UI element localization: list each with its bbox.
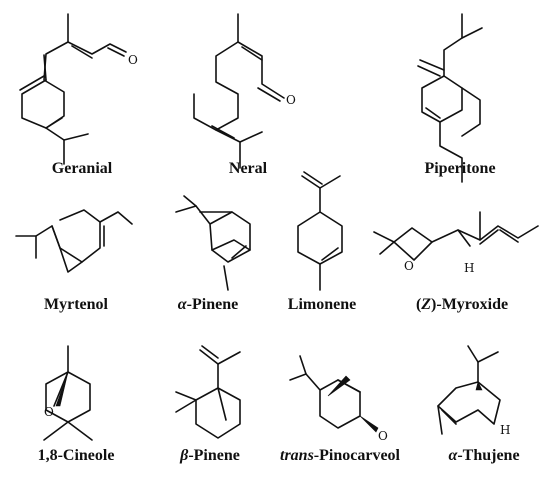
myroxide-hydrogen-atom: H — [464, 261, 474, 275]
label-1-8-cineole: 1,8-Cineole — [37, 447, 115, 464]
label-alpha-thujene: α-Thujene — [448, 447, 520, 464]
label-beta-pinene: β-Pinene — [180, 447, 240, 464]
cineole-oxygen-atom: O — [44, 405, 54, 419]
structure-z-myroxide: O H — [373, 211, 539, 275]
label-geranial: Geranial — [51, 160, 113, 177]
label-z-myroxide: (Z)-Myroxide — [415, 296, 509, 313]
pinocarveol-oxygen-atom: O — [378, 429, 388, 443]
label-trans-pinocarveol: trans-Pinocarveol — [280, 447, 400, 464]
structure-alpha-pinene — [175, 195, 251, 291]
label-myrtenol: Myrtenol — [44, 296, 108, 313]
label-limonene: Limonene — [287, 296, 357, 313]
structure-1-8-cineole: O — [43, 345, 93, 441]
structure-myrtenol — [15, 209, 133, 273]
structure-geranial: O — [19, 13, 138, 165]
structure-limonene — [297, 171, 343, 291]
thujene-hydrogen-atom: H — [500, 423, 510, 437]
structure-alpha-thujene: H — [437, 345, 510, 437]
structure-beta-pinene — [175, 345, 241, 439]
myroxide-oxygen-atom: O — [404, 259, 414, 273]
label-piperitone: Piperitone — [424, 160, 496, 177]
label-neral: Neral — [228, 160, 268, 177]
neral-oxygen-atom: O — [286, 93, 296, 107]
structure-neral: O — [193, 13, 296, 169]
structure-trans-pinocarveol: O — [289, 355, 388, 443]
geranial-oxygen-atom: O — [128, 53, 138, 67]
label-alpha-pinene: α-Pinene — [177, 296, 239, 313]
structure-piperitone — [417, 13, 483, 183]
